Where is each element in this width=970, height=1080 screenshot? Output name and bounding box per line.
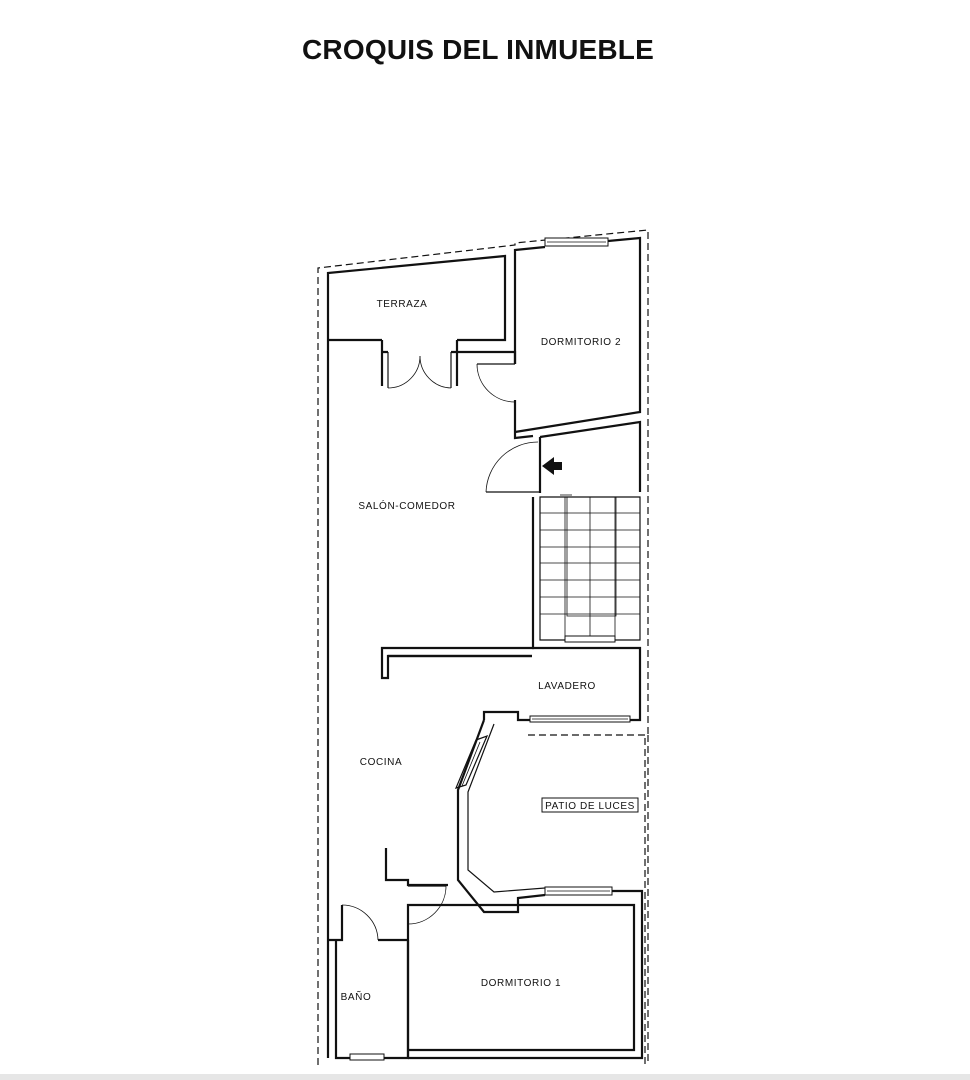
patio-de-luces-label-box: PATIO DE LUCES — [541, 797, 639, 813]
room-label-dormitorio-2: DORMITORIO 2 — [541, 337, 621, 348]
room-label-terraza: TERRAZA — [377, 299, 428, 310]
lavadero-room — [388, 646, 642, 723]
room-label-salon-comedor: SALÓN-COMEDOR — [358, 499, 455, 512]
dormitorio-2-room — [513, 236, 642, 434]
room-label-patio-de-luces: PATIO DE LUCES — [545, 801, 635, 812]
entrance-arrow-icon — [542, 457, 562, 475]
property-boundary — [317, 229, 649, 1065]
terraza-double-door — [380, 340, 459, 389]
room-label-dormitorio-1: DORMITORIO 1 — [481, 978, 561, 989]
bottom-strip — [0, 1074, 970, 1080]
cocina-patio-wall — [408, 719, 644, 1060]
dormitorio-2-door — [476, 363, 516, 403]
page-title: CROQUIS DEL INMUEBLE — [302, 34, 654, 65]
cocina-lower-walls — [384, 848, 448, 925]
room-label-lavadero: LAVADERO — [538, 681, 596, 692]
window — [349, 1053, 385, 1061]
terraza-room — [326, 254, 507, 342]
room-label-cocina: COCINA — [360, 757, 403, 768]
bano-room — [328, 904, 410, 1061]
entry-landing — [485, 420, 642, 493]
salon-comedor-walls — [326, 340, 535, 1058]
room-label-bano: BAÑO — [341, 990, 372, 1003]
staircase — [539, 494, 641, 643]
